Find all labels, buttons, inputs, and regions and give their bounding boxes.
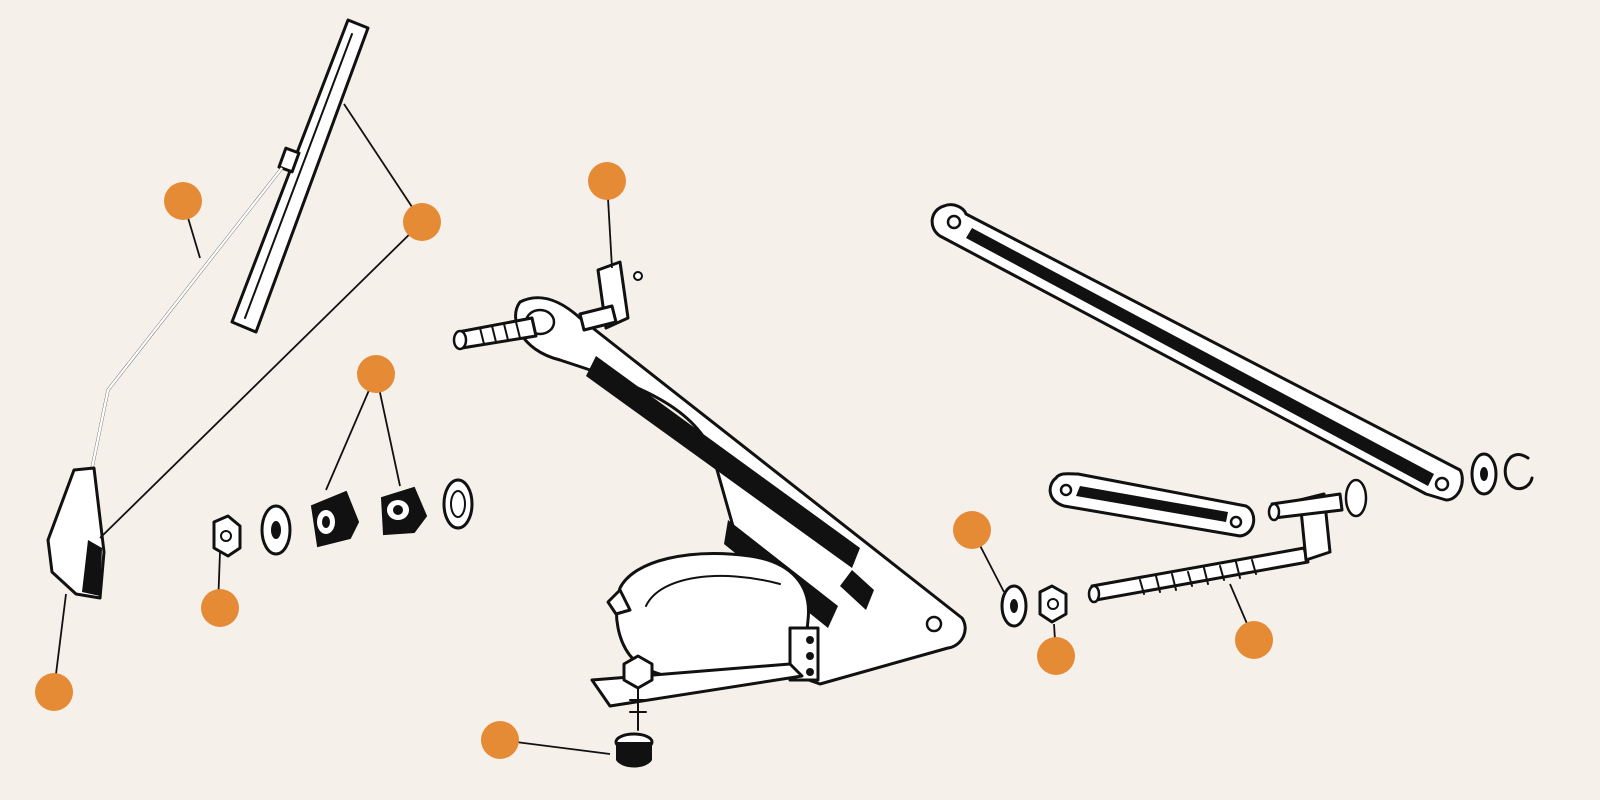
bracket-clip	[578, 260, 643, 332]
mounting-bolt	[622, 654, 654, 731]
long-link-arm	[930, 203, 1464, 502]
hotspot-spindle[interactable]	[1235, 621, 1273, 659]
hotspots	[35, 162, 1273, 759]
spindle-assembly	[1087, 478, 1368, 604]
wiper-motor	[606, 552, 820, 684]
motor-base-plate	[590, 662, 804, 708]
hotspot-nut-small[interactable]	[201, 589, 239, 627]
hotspot-arm-head[interactable]	[35, 673, 73, 711]
hotspot-bushes[interactable]	[357, 355, 395, 393]
washer-right	[1470, 452, 1498, 496]
threaded-stud-upper	[452, 316, 538, 351]
short-link-arm	[1048, 472, 1256, 538]
wiper-blade	[230, 18, 370, 334]
hotspot-rubber-foot[interactable]	[481, 721, 519, 759]
washer-lower-right	[1000, 584, 1028, 628]
hex-nut-small	[212, 514, 242, 558]
wiper-arm	[46, 166, 284, 600]
hotspot-bracket-clip[interactable]	[588, 162, 626, 200]
hotspot-wiper-arm[interactable]	[164, 182, 202, 220]
rubber-grommet	[380, 486, 428, 536]
spacer-ring	[442, 478, 474, 530]
rubber-bush-black	[310, 490, 360, 548]
washer-small	[260, 504, 292, 556]
hotspot-nut-right[interactable]	[1037, 637, 1075, 675]
rubber-foot	[614, 732, 654, 768]
hotspot-washer[interactable]	[953, 511, 991, 549]
hex-nut-lower-right	[1038, 584, 1068, 624]
circlip	[1503, 453, 1534, 491]
hotspot-wiper-blade[interactable]	[403, 203, 441, 241]
